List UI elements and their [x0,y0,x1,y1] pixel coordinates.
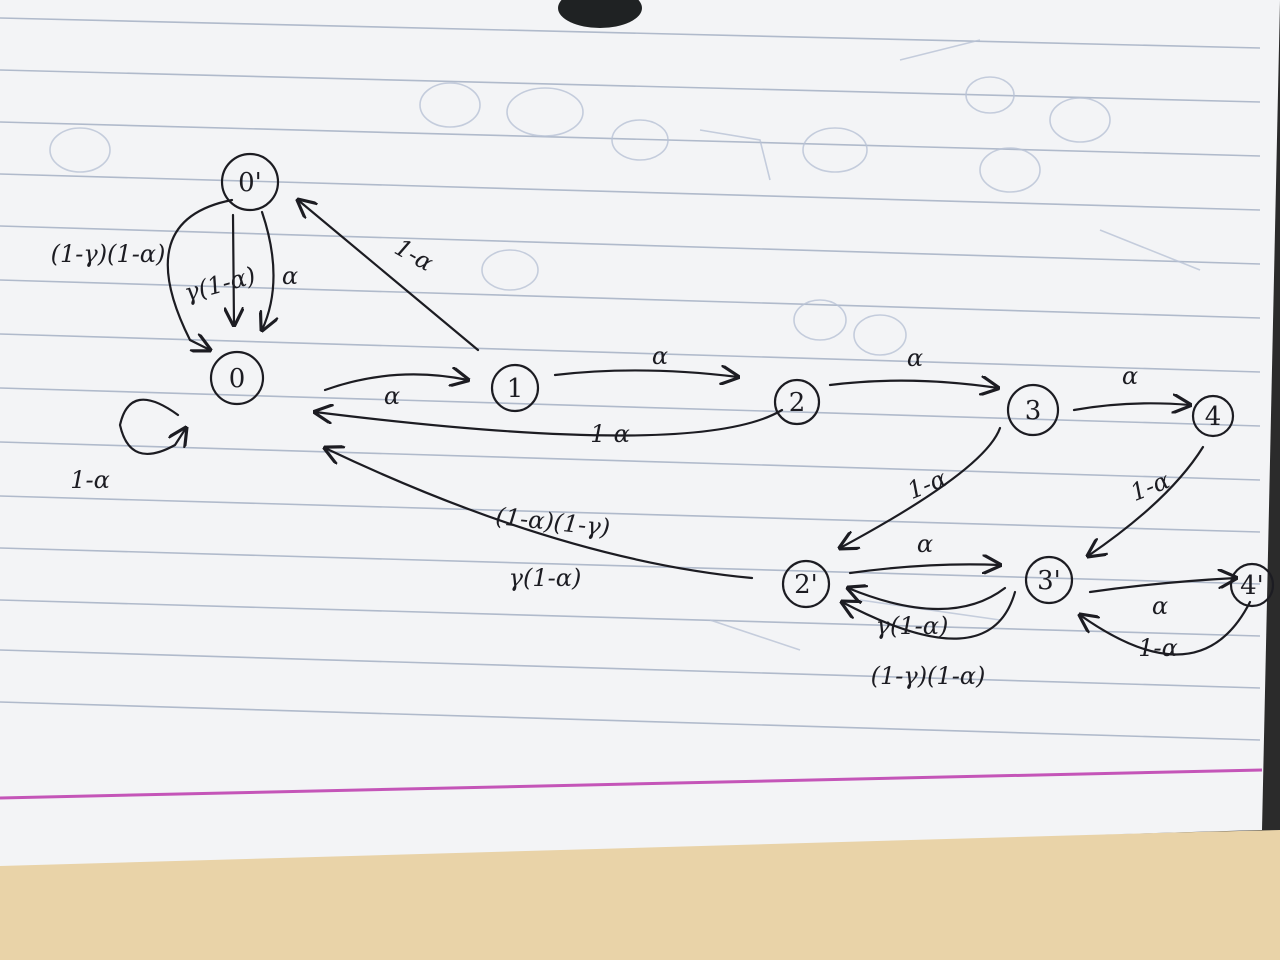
state-4: 4 [1191,394,1235,438]
edge-s2p-to-s0 [325,448,754,580]
state-1: 1 [490,363,540,413]
edge-label-s0-self: 1-α [70,466,110,494]
state-label: 3 [1025,396,1042,426]
state-3: 3 [1006,383,1060,437]
edge-label-s3p-s2p-a: γ(1-α) [876,612,949,640]
notebook-page [0,0,1280,866]
edge-s3p-to-s2p-gamma [848,588,1007,611]
edge-s0-to-s1 [323,374,468,392]
edge-s2p-to-s3p [848,564,1000,573]
edge-label-s2p-s3p: α [917,530,933,558]
ruled-lines [0,17,1261,741]
edge-s1-to-s2 [553,370,738,377]
state-2-prime: 2' [781,559,831,609]
state-0: 0 [209,350,265,406]
edge-s4-to-s3p [1088,445,1205,556]
edge-label-s2-s3: α [907,344,923,372]
margin-line [0,768,1263,800]
edge-label-s3p-s2p-b: (1-γ)(1-α) [871,662,986,690]
edge-s3-to-s4 [1072,403,1190,410]
edge-s4p-to-s3p [1080,600,1252,656]
transitions-layer [118,198,1252,656]
show-through-scribbles [49,39,1201,651]
edge-label-s2p-s0-b: γ(1-α) [509,564,582,592]
state-label: 3' [1037,566,1061,596]
edge-s0p-to-s0-right [262,210,274,330]
state-3-prime: 3' [1024,555,1074,605]
edge-label-s4p-s3p: 1-α [1138,634,1178,662]
edge-s2-to-s0 [315,410,784,437]
state-0-prime: 0' [220,152,280,212]
edge-label-s3p-s4p: α [1152,592,1168,620]
edge-s2-to-s3 [828,381,998,388]
state-label: 2 [789,388,806,418]
state-label: 4' [1240,571,1264,601]
edge-label-s0-s1: α [384,382,400,410]
state-label: 0 [229,364,246,394]
edge-s3-to-s2p [840,426,1002,548]
state-label: 1 [507,374,524,404]
edge-label-s1-s2: α [652,342,668,370]
edge-label-s2-s0: 1-α [590,420,630,448]
state-label: 2' [794,570,818,600]
state-label: 0' [238,168,262,198]
state-label: 4 [1205,402,1222,432]
edge-s1-to-s0p [298,200,480,352]
edge-label-s0p-s0-a: (1-γ)(1-α) [51,240,166,268]
edge-s3p-to-s2p-oneminusgamma [842,590,1017,640]
state-2: 2 [773,378,821,426]
wooden-table [0,830,1280,960]
edge-label-s0p-s0-c: α [282,262,298,290]
edge-label-s3-s4: α [1122,362,1138,390]
edge-s0p-to-s0-outer [166,198,234,350]
state-4-prime: 4' [1229,562,1275,608]
edge-s3p-to-s4p [1088,578,1236,594]
edge-s0-self-loop [118,398,186,455]
binder-clip [558,0,642,28]
states-layer: 0' 0 1 2 3 4 2' 3' [209,152,1275,609]
edge-s0p-to-s0-middle [233,213,234,325]
